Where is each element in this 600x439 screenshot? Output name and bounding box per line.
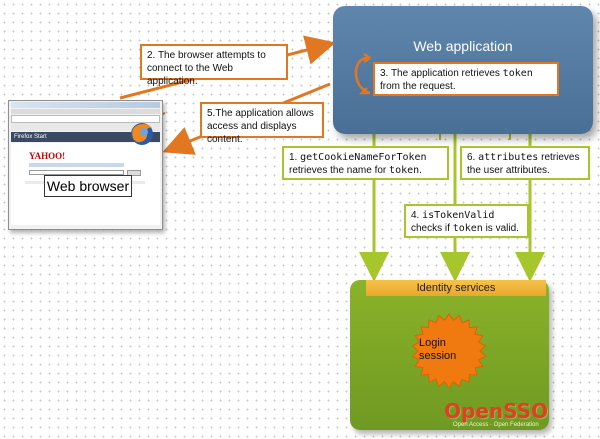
web-application-title: Web application xyxy=(413,38,513,54)
browser-tab-bar: Firefox Start xyxy=(11,132,160,142)
browser-screenshot: Firefox Start YAHOO! xyxy=(8,100,163,230)
opensso-tagline: Open Access · Open Federation xyxy=(453,422,539,428)
opensso-logo: OpenSSO xyxy=(444,399,549,423)
step-3-box: 3. The application retrieves token from … xyxy=(373,62,559,96)
step-4-box: 4. isTokenValid checks if token is valid… xyxy=(404,204,529,238)
identity-services-title: Identity services xyxy=(366,280,546,296)
login-session-label: Login session xyxy=(419,337,457,362)
step-6-box: 6. attributes retrieves the user attribu… xyxy=(460,146,590,180)
firefox-icon xyxy=(131,123,153,145)
step-2-box: 2. The browser attempts to connect to th… xyxy=(140,44,288,87)
login-session-starburst xyxy=(411,313,487,389)
browser-tab-title: Firefox Start xyxy=(14,134,47,140)
yahoo-logo: YAHOO! xyxy=(29,151,66,161)
loop-arrow-icon xyxy=(354,52,371,95)
web-browser-label: Web browser xyxy=(44,175,132,197)
step-1-box: 1. getCookieNameForToken retrieves the n… xyxy=(282,146,449,180)
step-5-box: 5.The application allows access and disp… xyxy=(200,102,324,145)
